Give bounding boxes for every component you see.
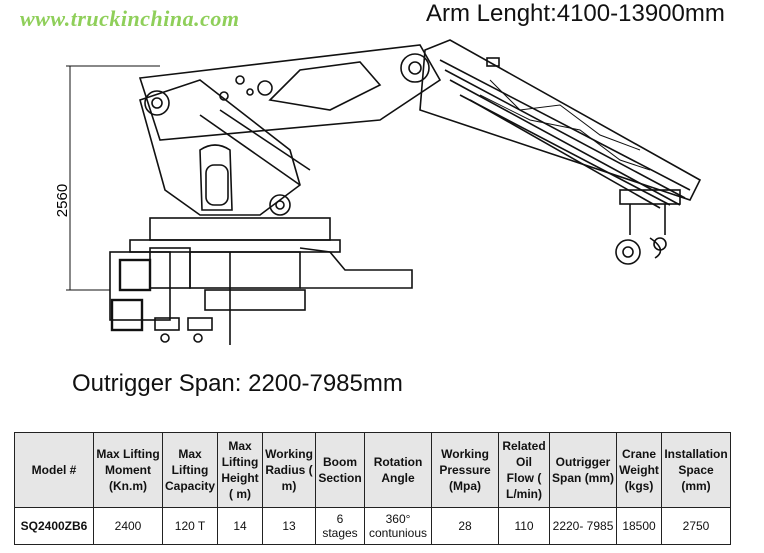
spec-table: Model # Max Lifting Moment (Kn.m) Max Li… [14,432,732,545]
header-model: Model # [14,432,94,508]
header-max-lifting-moment: Max Lifting Moment (Kn.m) [93,432,163,508]
crane-base [109,217,413,345]
header-boom-section: Boom Section [315,432,366,508]
outrigger-span-label: Outrigger Span: 2200-7985mm [72,370,403,397]
spec-data-row: SQ2400ZB6 2400 120 T 14 13 6 stages 360°… [14,507,732,545]
cell-installation-space: 2750 [661,507,732,545]
header-max-lifting-height: Max Lifting Height ( m) [217,432,264,508]
cell-rotation-angle: 360° contunious [364,507,433,545]
cell-max-lifting-moment: 2400 [93,507,163,545]
header-outrigger-span: Outrigger Span (mm) [549,432,618,508]
header-rotation-angle: Rotation Angle [364,432,433,508]
header-crane-weight: Crane Weight (kgs) [616,432,663,508]
cell-model: SQ2400ZB6 [14,507,94,545]
cell-related-oil-flow: 110 [498,507,551,545]
crane-technical-drawing [66,39,702,345]
arm-length-label: Arm Lenght:4100-13900mm [426,0,725,27]
header-working-pressure: Working Pressure (Mpa) [431,432,500,508]
cell-boom-section: 6 stages [315,507,366,545]
cell-crane-weight: 18500 [616,507,663,545]
spec-header-row: Model # Max Lifting Moment (Kn.m) Max Li… [14,432,732,508]
header-installation-space: Installation Space (mm) [661,432,732,508]
header-working-radius: Working Radius ( m) [262,432,317,508]
height-dimension-label: 2560 [54,183,72,217]
cell-max-lifting-capacity: 120 T [161,507,219,545]
header-max-lifting-capacity: Max Lifting Capacity [161,432,219,508]
cell-working-pressure: 28 [431,507,500,545]
watermark-text: www.truckinchina.com [20,6,240,31]
telescopic-boom [419,39,702,235]
height-dimension-line [66,65,160,291]
crane-column [139,79,301,216]
main-boom [138,44,442,186]
cell-max-lifting-height: 14 [217,507,264,545]
hook-assembly [615,237,667,265]
cell-outrigger-span: 2220- 7985 [549,507,618,545]
header-related-oil-flow: Related Oil Flow ( L/min) [498,432,551,508]
cell-working-radius: 13 [262,507,317,545]
